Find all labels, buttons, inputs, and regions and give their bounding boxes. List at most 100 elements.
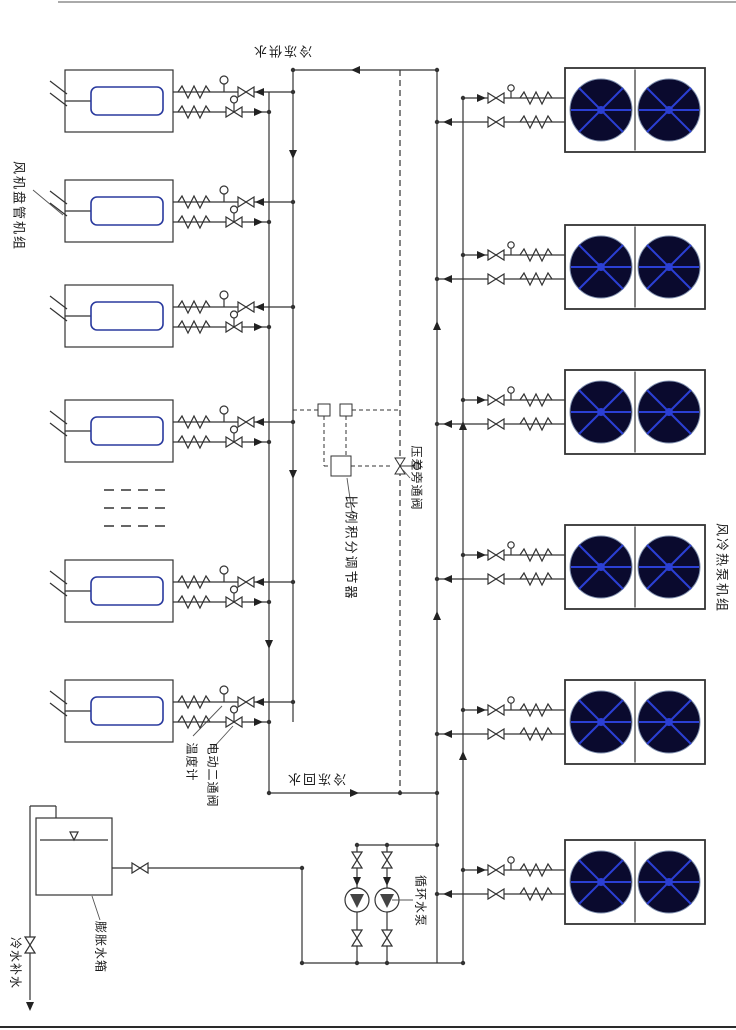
- valve-icon: [487, 418, 505, 430]
- gauge-icon: [507, 241, 515, 256]
- pipe-junction: [460, 867, 466, 873]
- valve-icon: [352, 930, 362, 946]
- label-fan-coil-group: 风机盘管机组: [11, 160, 27, 252]
- flow-arrow: [476, 250, 487, 260]
- thermometer-icon: [219, 565, 229, 583]
- flow-arrow: [253, 717, 264, 727]
- label-motorized-valve: 电动二通阀: [205, 742, 220, 808]
- motor-valve-icon: [226, 206, 242, 227]
- pipe-junction: [266, 324, 272, 330]
- pipe-junction: [460, 707, 466, 713]
- flow-arrow: [476, 550, 487, 560]
- gauge-icon: [507, 386, 515, 401]
- pipe-junction: [266, 599, 272, 605]
- pipe-junctions: [266, 67, 466, 966]
- pipe-junction: [434, 119, 440, 125]
- label-supply-water: 冷冻供水: [251, 43, 313, 59]
- valve-icon: [487, 704, 505, 716]
- valve-icon: [382, 852, 392, 868]
- heat-pump-unit: [564, 369, 706, 455]
- valve-icon: [237, 576, 255, 588]
- valve-icon: [382, 930, 392, 946]
- pipe-junction: [460, 397, 466, 403]
- valve-icon: [487, 864, 505, 876]
- valve-icon: [487, 888, 505, 900]
- motor-valve-icon: [226, 586, 242, 607]
- pipe-junction: [266, 109, 272, 115]
- gauge-icon: [507, 541, 515, 556]
- flow-arrow: [442, 889, 453, 899]
- valve-icon: [25, 937, 35, 953]
- motor-valve-icon: [226, 426, 242, 447]
- motor-valve-icon: [226, 311, 242, 332]
- pump-assembly: [344, 845, 400, 963]
- fan-coil-unit: [49, 69, 174, 133]
- flow-arrow: [254, 87, 265, 97]
- flow-arrow: [442, 117, 453, 127]
- flow-arrow: [476, 395, 487, 405]
- valve-icon: [237, 301, 255, 313]
- pi-controller-assembly: [293, 403, 421, 477]
- expansion-tank-assembly: [25, 805, 149, 1012]
- label-expansion-tank: 膨胀水箱: [93, 920, 108, 974]
- label-makeup-water: 冷水补水: [8, 936, 23, 990]
- continuation-marks: [104, 489, 168, 527]
- valve-icon: [237, 416, 255, 428]
- label-return-water: 冷冻回水: [285, 771, 347, 787]
- valve-icon: [487, 92, 505, 104]
- flow-arrow: [254, 417, 265, 427]
- pipe-junction: [290, 89, 296, 95]
- flow-arrow: [253, 322, 264, 332]
- pipe-junction: [290, 304, 296, 310]
- pipe-junction: [460, 95, 466, 101]
- heat-pump-unit: [564, 524, 706, 610]
- valve-icon: [487, 549, 505, 561]
- fan-coil-unit: [49, 179, 174, 243]
- flow-arrow: [253, 597, 264, 607]
- flow-arrow: [254, 197, 265, 207]
- pipe-junction: [434, 891, 440, 897]
- label-thermometer: 温度计: [184, 742, 199, 782]
- flow-arrow: [442, 729, 453, 739]
- fan-coil-units: [49, 69, 296, 743]
- heat-pump-unit: [564, 839, 706, 925]
- valve-icon: [487, 573, 505, 585]
- leader-lines: [32, 189, 413, 921]
- gauge-icon: [507, 856, 515, 871]
- flow-arrow: [442, 274, 453, 284]
- flow-arrow: [352, 876, 362, 887]
- valve-icon: [237, 196, 255, 208]
- pipe-junction: [434, 731, 440, 737]
- flow-arrow: [442, 574, 453, 584]
- fan-coil-unit: [49, 399, 174, 463]
- gauge-icon: [507, 696, 515, 711]
- flow-arrow: [476, 865, 487, 875]
- flow-arrow: [382, 876, 392, 887]
- valve-icon: [237, 696, 255, 708]
- thermometer-icon: [219, 685, 229, 703]
- pipe-junction: [266, 439, 272, 445]
- thermometer-icon: [219, 405, 229, 423]
- valve-icon: [237, 86, 255, 98]
- heat-pump-unit: [564, 67, 706, 153]
- heat-pump-units: [434, 67, 706, 925]
- valve-icon: [352, 852, 362, 868]
- thermometer-icon: [219, 75, 229, 93]
- expansion-tank: [35, 817, 113, 896]
- flow-arrow: [254, 697, 265, 707]
- gauge-icon: [507, 84, 515, 99]
- motor-valve-icon: [226, 706, 242, 727]
- flow-arrow: [476, 705, 487, 715]
- flow-arrow: [253, 217, 264, 227]
- label-heat-pump-group: 风冷热泵机组: [714, 522, 730, 614]
- thermometer-icon: [219, 290, 229, 308]
- pipe-junction: [434, 276, 440, 282]
- water-level-mark: [69, 831, 79, 842]
- valve-icon: [487, 394, 505, 406]
- pipe-junction: [460, 252, 466, 258]
- flow-arrow: [476, 93, 487, 103]
- fan-coil-unit: [49, 679, 174, 743]
